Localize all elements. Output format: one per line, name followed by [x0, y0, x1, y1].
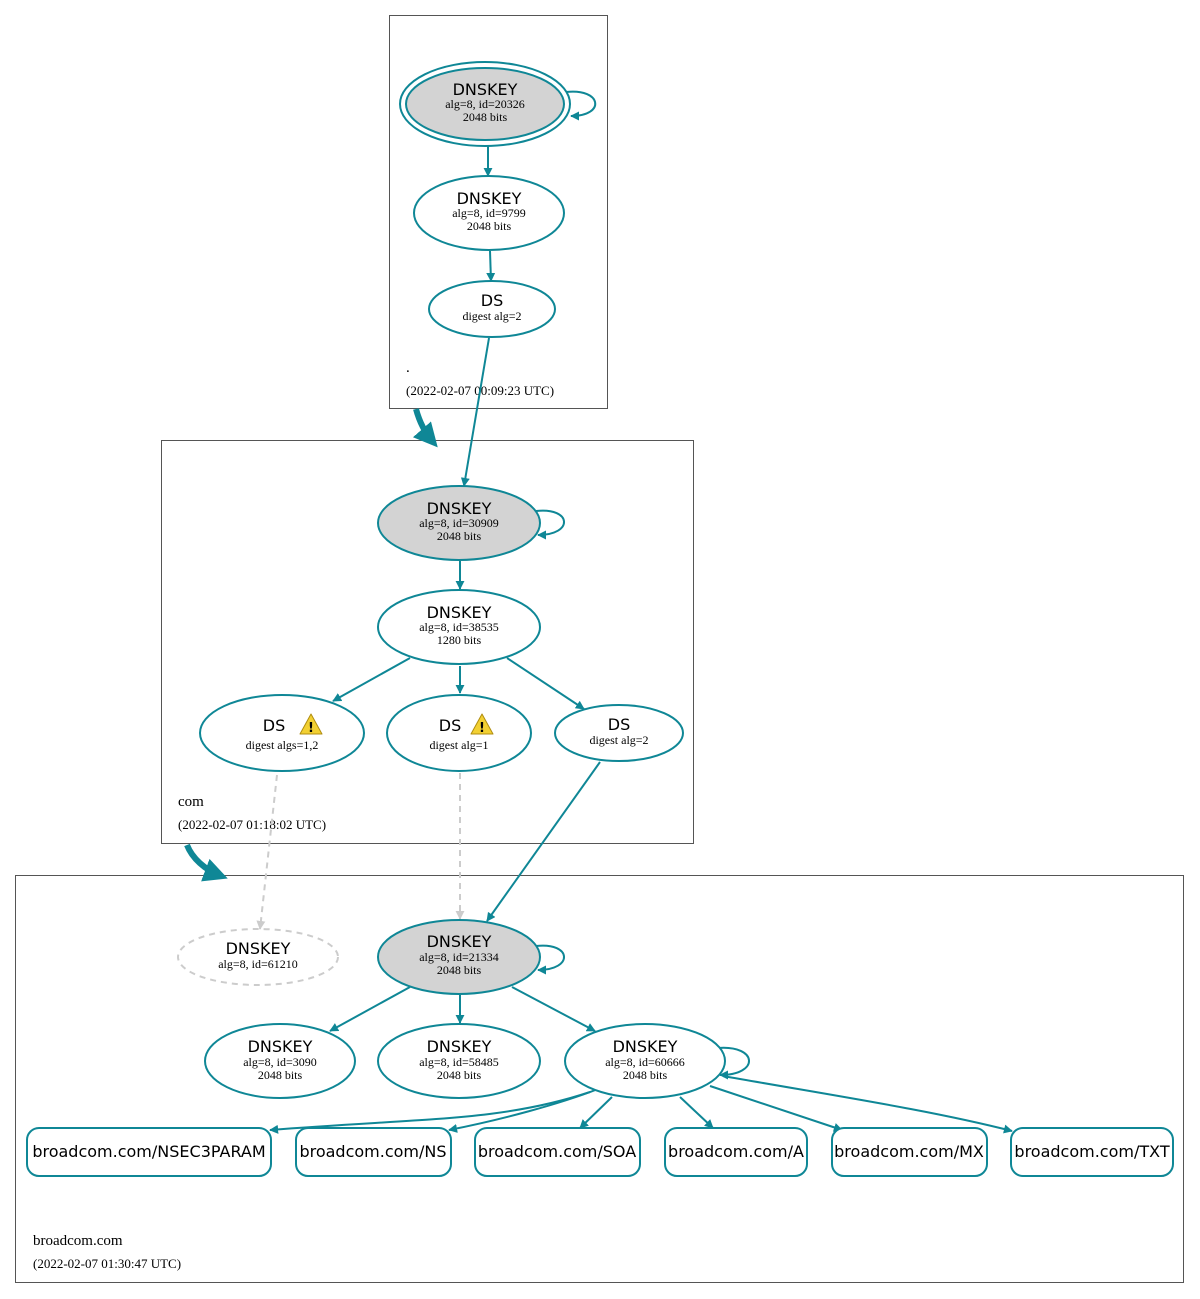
rrset-txt[interactable]: broadcom.com/TXT	[1010, 1127, 1174, 1177]
zone-com-name: com	[178, 794, 204, 810]
rrset-ns[interactable]: broadcom.com/NS	[295, 1127, 452, 1177]
node-key-size: 2048 bits	[258, 1068, 303, 1082]
rrset-nsec3param[interactable]: broadcom.com/NSEC3PARAM	[26, 1127, 272, 1177]
edge-com-ds1-bc-missing-dashed	[256, 774, 278, 930]
node-title: DNSKEY	[226, 939, 291, 958]
zone-root-name: .	[406, 360, 410, 376]
node-key-size: 1280 bits	[437, 633, 482, 647]
node-detail: alg=8, id=58485	[419, 1055, 499, 1069]
node-title: DNSKEY	[427, 1037, 492, 1056]
node-title: DNSKEY	[427, 603, 492, 622]
rrset-mx[interactable]: broadcom.com/MX	[831, 1127, 988, 1177]
node-title: DNSKEY	[427, 499, 492, 518]
node-detail: alg=8, id=30909	[419, 516, 499, 530]
edge-bc-k3-nsec3param	[269, 1091, 591, 1134]
node-key-size: 2048 bits	[437, 1068, 482, 1082]
warning-triangle-icon: !	[470, 713, 494, 736]
svg-text:!: !	[479, 721, 485, 736]
node-key-size: 2048 bits	[467, 219, 512, 233]
node-com-ds-1[interactable]: DS ! digest algs=1,2	[199, 694, 365, 772]
node-detail: digest alg=2	[589, 733, 648, 747]
node-com-zsk[interactable]: DNSKEY alg=8, id=38535 1280 bits	[377, 589, 541, 665]
node-broadcom-dnskey-58485[interactable]: DNSKEY alg=8, id=58485 2048 bits	[377, 1023, 541, 1099]
node-broadcom-dnskey-3090[interactable]: DNSKEY alg=8, id=3090 2048 bits	[204, 1023, 356, 1099]
node-broadcom-dnskey-60666[interactable]: DNSKEY alg=8, id=60666 2048 bits	[564, 1023, 726, 1099]
edge-root-ds-com-ksk	[460, 337, 490, 487]
delegation-arrow-root-com	[412, 408, 438, 448]
rrset-label: broadcom.com/NSEC3PARAM	[32, 1142, 265, 1161]
zone-broadcom: broadcom.com (2022-02-07 01:30:47 UTC)	[15, 875, 1184, 1283]
node-title: DS	[481, 291, 503, 310]
edge-com-zsk-ds3	[506, 657, 585, 710]
node-com-ds-3[interactable]: DS digest alg=2	[554, 704, 684, 762]
edge-bc-ksk-k3	[511, 986, 596, 1032]
node-detail: alg=8, id=61210	[218, 957, 298, 971]
node-detail: alg=8, id=60666	[605, 1055, 685, 1069]
zone-broadcom-name: broadcom.com	[33, 1233, 123, 1249]
node-com-ksk[interactable]: DNSKEY alg=8, id=30909 2048 bits	[377, 485, 541, 561]
edge-bc-k3-ns	[448, 1088, 599, 1133]
edge-bc-k3-txt	[722, 1075, 1013, 1134]
node-title: DS	[608, 715, 630, 734]
edge-bc-k3-a	[679, 1096, 714, 1129]
zone-com-timestamp: (2022-02-07 01:18:02 UTC)	[178, 817, 326, 832]
zone-broadcom-timestamp: (2022-02-07 01:30:47 UTC)	[33, 1256, 181, 1271]
rrset-label: broadcom.com/A	[668, 1142, 804, 1161]
node-com-ds-2[interactable]: DS ! digest alg=1	[386, 694, 532, 772]
edge-bc-ksk-k1	[329, 986, 411, 1032]
node-title: DNSKEY	[248, 1037, 313, 1056]
rrset-label: broadcom.com/NS	[299, 1142, 446, 1161]
node-detail: digest alg=1	[429, 738, 488, 752]
node-detail: alg=8, id=9799	[452, 206, 526, 220]
node-detail: digest alg=2	[462, 309, 521, 323]
rrset-soa[interactable]: broadcom.com/SOA	[474, 1127, 641, 1177]
node-key-size: 2048 bits	[463, 110, 508, 124]
edge-bc-k3-soa	[579, 1096, 613, 1129]
node-root-ksk[interactable]: DNSKEY alg=8, id=20326 2048 bits	[399, 61, 571, 147]
node-detail: alg=8, id=21334	[419, 950, 499, 964]
node-broadcom-missing-dnskey[interactable]: DNSKEY alg=8, id=61210	[177, 928, 339, 986]
node-detail: alg=8, id=38535	[419, 620, 499, 634]
node-title: DNSKEY	[427, 932, 492, 951]
node-detail: alg=8, id=20326	[445, 97, 525, 111]
edge-root-ksk-self	[565, 90, 597, 121]
node-root-ds[interactable]: DS digest alg=2	[428, 280, 556, 338]
node-detail: digest algs=1,2	[246, 738, 319, 752]
edge-com-ds3-bc-ksk	[486, 761, 601, 922]
node-key-size: 2048 bits	[623, 1068, 668, 1082]
rrset-label: broadcom.com/SOA	[478, 1142, 636, 1161]
rrset-label: broadcom.com/MX	[834, 1142, 984, 1161]
edge-bc-ksk-self	[535, 944, 565, 975]
svg-text:!: !	[308, 721, 314, 736]
node-key-size: 2048 bits	[437, 529, 482, 543]
delegation-arrow-com-broadcom	[184, 843, 228, 882]
warning-triangle-icon: !	[299, 713, 323, 736]
node-title: DS	[439, 716, 461, 735]
node-broadcom-ksk[interactable]: DNSKEY alg=8, id=21334 2048 bits	[377, 919, 541, 995]
node-title: DNSKEY	[457, 189, 522, 208]
edge-bc-k3-self	[717, 1046, 750, 1080]
edge-com-ksk-self	[535, 509, 565, 540]
edge-root-zsk-ds	[486, 250, 496, 282]
node-title: DNSKEY	[613, 1037, 678, 1056]
edge-com-zsk-ds1	[332, 657, 411, 702]
node-title: DNSKEY	[453, 80, 518, 99]
rrset-label: broadcom.com/TXT	[1014, 1142, 1169, 1161]
rrset-a[interactable]: broadcom.com/A	[664, 1127, 808, 1177]
node-detail: alg=8, id=3090	[243, 1055, 317, 1069]
edge-bc-k3-mx	[709, 1085, 843, 1132]
node-key-size: 2048 bits	[437, 963, 482, 977]
node-root-zsk[interactable]: DNSKEY alg=8, id=9799 2048 bits	[413, 175, 565, 251]
node-title: DS	[263, 716, 285, 735]
